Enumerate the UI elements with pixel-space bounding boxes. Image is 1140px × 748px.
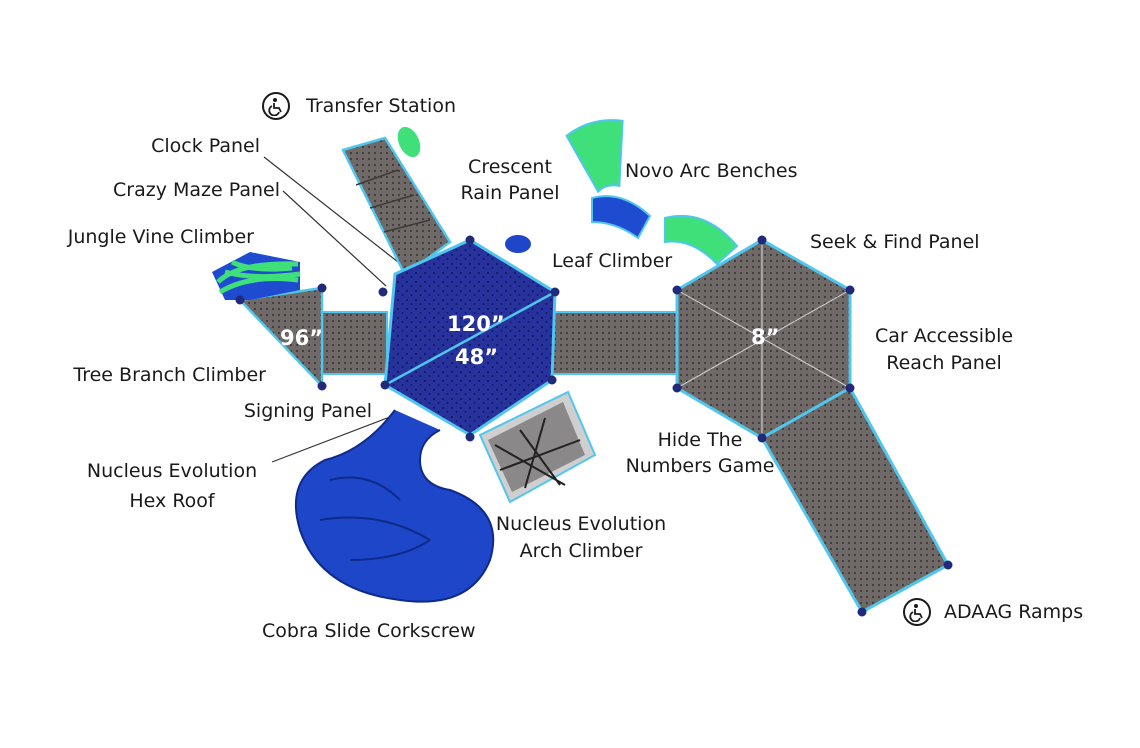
label-leaf-climber: Leaf Climber <box>552 250 673 272</box>
wheelchair-transfer-icon <box>903 598 931 626</box>
posts <box>235 235 953 617</box>
nucleus-hex-roof <box>383 238 557 437</box>
adaag-ramp <box>759 385 951 615</box>
label-transfer-station: Transfer Station <box>306 95 456 117</box>
label-nucleus-hex-roof-1: Nucleus Evolution <box>86 460 258 482</box>
label-nucleus-arch-2: Arch Climber <box>519 540 643 562</box>
label-hide-numbers-2: Numbers Game <box>625 455 775 477</box>
label-car-accessible-2: Reach Panel <box>886 352 1002 374</box>
label-signing-panel: Signing Panel <box>243 400 372 422</box>
leaf-climber <box>505 235 531 253</box>
left-deck <box>237 286 324 390</box>
right-bridge <box>551 311 678 375</box>
label-crazy-maze-panel: Crazy Maze Panel <box>113 179 280 201</box>
label-crescent-rain-panel-1: Crescent <box>468 156 552 178</box>
label-novo-arc-benches: Novo Arc Benches <box>625 160 798 182</box>
wheelchair-transfer-icon <box>262 92 290 120</box>
center-upper-height: 120” <box>447 312 505 336</box>
leader-lines <box>263 156 399 463</box>
nucleus-arch-climber <box>478 390 597 504</box>
transfer-station-walkway <box>341 136 452 277</box>
label-nucleus-hex-roof-2: Hex Roof <box>129 490 215 512</box>
right-deck-height: 8” <box>751 325 780 349</box>
label-car-accessible-1: Car Accessible <box>874 325 1014 347</box>
center-lower-height: 48” <box>455 345 499 369</box>
label-clock-panel: Clock Panel <box>151 135 260 157</box>
label-jungle-vine-climber: Jungle Vine Climber <box>67 226 254 248</box>
jungle-vine-climber <box>212 252 301 300</box>
novo-arc-benches <box>565 119 739 266</box>
label-nucleus-arch-1: Nucleus Evolution <box>495 513 667 535</box>
label-seek-find-panel: Seek & Find Panel <box>810 231 980 253</box>
label-tree-branch-climber: Tree Branch Climber <box>73 364 266 386</box>
transfer-step-green <box>397 126 421 158</box>
label-hide-numbers-1: Hide The <box>657 429 743 451</box>
label-crescent-rain-panel-2: Rain Panel <box>460 182 560 204</box>
label-cobra-slide: Cobra Slide Corkscrew <box>262 620 476 642</box>
left-bridge <box>321 311 388 375</box>
cobra-slide-corkscrew <box>294 409 495 603</box>
left-deck-height: 96” <box>280 326 324 350</box>
label-adaag-ramps: ADAAG Ramps <box>944 601 1084 623</box>
